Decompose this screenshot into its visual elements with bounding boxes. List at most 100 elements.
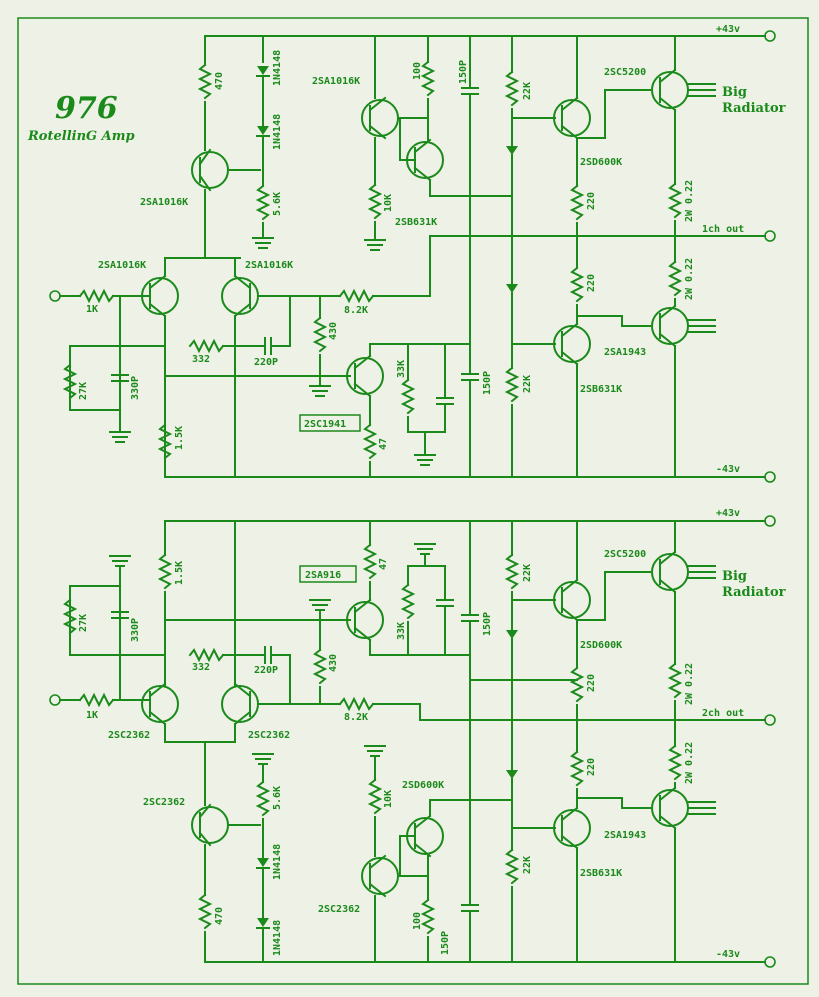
label-r10k-2: 10K: [383, 790, 394, 808]
led-top-2: [506, 630, 518, 639]
plus-label-1: +43v: [716, 24, 740, 35]
resistor-1k-2: [78, 692, 115, 708]
resistor-220-top-1: [569, 184, 585, 221]
label-q-pre-bot-2: 2SB631K: [580, 868, 622, 879]
radiator-label-1b: Radiator: [722, 101, 786, 116]
label-c150a-1: 150P: [458, 60, 469, 84]
resistor-22k-bot-1: [504, 366, 520, 403]
resistor-33k-2: [400, 583, 416, 620]
label-q-drv-pair-1: 2SB631K: [395, 217, 437, 228]
plus-terminal-2[interactable]: [764, 515, 776, 527]
label-d1-2: 1N4148: [272, 844, 283, 880]
label-r22k-top-1: 22K: [522, 82, 533, 100]
resistor-22k-top-1: [504, 70, 520, 107]
label-r5k6-1: 5.6K: [272, 192, 283, 216]
transistor-q-pre-top-2: [553, 578, 591, 622]
resistor-220-bot-2: [569, 750, 585, 787]
label-q-drv-top-2: 2SD600K: [402, 780, 444, 791]
label-r15k-1: 1.5K: [174, 426, 185, 450]
plus-label-2: +43v: [716, 508, 740, 519]
ch2-out-label: 2ch out: [702, 708, 744, 719]
label-c330p-2: 330P: [130, 618, 141, 642]
transistor-q-ccs-1: [346, 354, 384, 398]
diode-d1-2: [257, 858, 269, 867]
label-q-drv-top-1: 2SA1016K: [140, 197, 188, 208]
resistor-1k5-1: [157, 423, 173, 460]
resistor-47-2: [362, 543, 378, 580]
transistor-q-out-top-1: [651, 68, 716, 112]
resistor-100-2: [420, 898, 436, 935]
label-r47-1: 47: [378, 438, 389, 450]
resistor-5k6-2: [255, 780, 271, 817]
transistor-q-vas-2: [361, 854, 429, 898]
label-q-diff-r-1: 2SA1016K: [245, 260, 293, 271]
diode-d1-1: [257, 66, 269, 75]
transistor-q-out-bot-2: [651, 786, 716, 830]
plus-terminal-1[interactable]: [764, 30, 776, 42]
label-r27k-1: 27K: [78, 382, 89, 400]
label-r8k2-2: 8.2K: [344, 712, 368, 723]
subtitle: RotellinG Amp: [27, 129, 135, 144]
diode-d2-1: [257, 126, 269, 135]
ch1-out-terminal[interactable]: [764, 230, 776, 242]
minus-terminal-1[interactable]: [764, 471, 776, 483]
resistor-27k-1: [62, 363, 78, 400]
label-q-out-top-2: 2SC5200: [604, 549, 646, 560]
label-r22k-bot-1: 22K: [522, 375, 533, 393]
resistor-22k-top-2: [504, 553, 520, 590]
resistor-8k2-1: [338, 288, 375, 304]
transistor-q-diff-l-2: [141, 682, 179, 726]
label-q-pre-top-1: 2SD600K: [580, 157, 622, 168]
label-q-diff-r-2: 2SC2362: [248, 730, 290, 741]
label-c330p-1: 330P: [130, 376, 141, 400]
resistor-470-2: [197, 893, 213, 930]
label-r1k-1: 1K: [86, 304, 98, 315]
label-r27k-2: 27K: [78, 614, 89, 632]
label-r022-top-1: 2W 0.22: [684, 180, 695, 222]
minus-terminal-2[interactable]: [764, 956, 776, 968]
transistor-q-drv-top-1: [191, 148, 261, 192]
label-q-ccs-1: 2SC1941: [304, 419, 346, 430]
transistor-q-out-top-2: [651, 550, 716, 594]
label-r22k-top-2: 22K: [522, 564, 533, 582]
label-r47-2: 47: [378, 558, 389, 570]
label-q-out-bot-1: 2SA1943: [604, 347, 646, 358]
ch2-out-terminal[interactable]: [764, 714, 776, 726]
transistor-q-drv-top-2: [191, 803, 261, 847]
label-r220-bot-2: 220: [586, 758, 597, 776]
label-r15k-2: 1.5K: [174, 561, 185, 585]
label-r100-2: 100: [412, 912, 423, 930]
label-c220p-2: 220P: [254, 665, 278, 676]
ground-1c: [309, 385, 331, 397]
channel-1: +43v -43v 470 2SA1016K 1N4148 1N4148 5.6…: [49, 24, 786, 483]
frame: [17, 17, 809, 985]
ground-1e: [364, 239, 386, 251]
label-r10k-1: 10K: [383, 194, 394, 212]
label-r220-bot-1: 220: [586, 274, 597, 292]
resistor-220-top-2: [569, 666, 585, 703]
label-q-vas-1: 2SA1016K: [312, 76, 360, 87]
label-q-out-top-1: 2SC5200: [604, 67, 646, 78]
resistor-33k-1: [400, 378, 416, 415]
label-r430-1: 430: [328, 322, 339, 340]
resistor-22k-bot-2: [504, 848, 520, 885]
label-r22k-bot-2: 22K: [522, 856, 533, 874]
label-q-diff-l-1: 2SA1016K: [98, 260, 146, 271]
label-r100-1: 100: [412, 62, 423, 80]
resistor-8k2-2: [338, 696, 375, 712]
transistor-q-pre-bot-2: [553, 806, 591, 850]
label-r022-bot-1: 2W 0.22: [684, 258, 695, 300]
label-r470-2: 470: [214, 907, 225, 925]
ground-2b: [309, 599, 331, 611]
label-d2-2: 1N4148: [272, 920, 283, 956]
transistor-q-pre-bot-1: [553, 322, 591, 366]
label-q-out-bot-2: 2SA1943: [604, 830, 646, 841]
label-r5k6-2: 5.6K: [272, 786, 283, 810]
radiator-label-2a: Big: [722, 569, 747, 584]
label-r430-2: 430: [328, 654, 339, 672]
resistor-332-2: [188, 647, 225, 663]
label-d1-1: 1N4148: [272, 50, 283, 86]
resistor-430-2: [312, 648, 328, 685]
resistor-47-1: [362, 423, 378, 460]
label-r022-top-2: 2W 0.22: [684, 663, 695, 705]
